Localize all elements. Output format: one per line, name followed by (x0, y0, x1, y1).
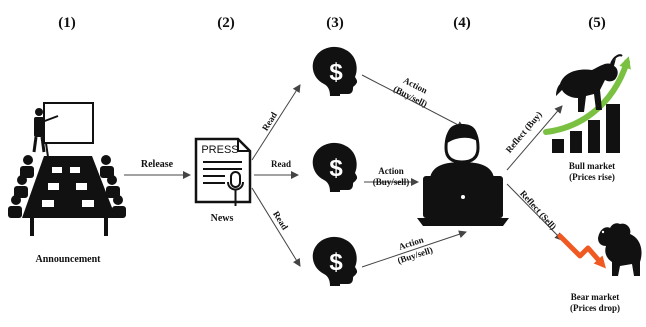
bull-icon (556, 54, 623, 112)
investor-head-icon-middle: $ (312, 142, 358, 192)
stage-number-3: (3) (326, 15, 344, 31)
buy-sell-label-middle: (Buy/sell) (373, 177, 410, 187)
investor-head-icon-bottom: $ (312, 236, 358, 286)
read-arrow-bottom (251, 187, 301, 267)
action-arrow-bottom (361, 230, 467, 268)
bear-market-label: Bear market (571, 292, 620, 302)
bear-market-icon (557, 223, 642, 276)
bear-market-sublabel: (Prices drop) (570, 303, 620, 313)
bull-market-sublabel: (Prices rise) (569, 172, 615, 182)
press-text: PRESS (201, 144, 238, 156)
read-arrow-top (251, 84, 301, 161)
news-label: News (211, 213, 234, 224)
stage-number-1: (1) (58, 15, 76, 31)
dollar-sign-icon: $ (329, 59, 343, 86)
reflect-buy-label: Reflect (Buy) (504, 109, 544, 154)
reflect-buy-arrow (506, 105, 563, 171)
release-label: Release (141, 159, 174, 170)
bear-icon (598, 223, 642, 276)
dollar-sign-icon: $ (329, 249, 343, 276)
stage-number-2: (2) (217, 15, 235, 31)
meeting-room-icon (8, 102, 126, 236)
action-arrow-top (361, 74, 465, 129)
bull-market-label: Bull market (569, 161, 615, 171)
trader-laptop-icon (417, 124, 509, 226)
read-label-middle: Read (271, 159, 291, 169)
read-label-bottom: Read (271, 209, 290, 231)
announcement-label: Announcement (35, 254, 101, 265)
reflect-sell-label: Reflect (Sell) (518, 188, 558, 231)
investor-head-icon-top: $ (312, 46, 358, 96)
dollar-sign-icon: $ (329, 155, 343, 182)
stage-number-4: (4) (453, 15, 471, 31)
reflect-sell-arrow (506, 183, 563, 241)
bull-market-icon (543, 54, 631, 153)
stage-number-5: (5) (588, 15, 606, 31)
action-label-middle: Action (378, 166, 404, 176)
press-release-icon (194, 137, 252, 206)
